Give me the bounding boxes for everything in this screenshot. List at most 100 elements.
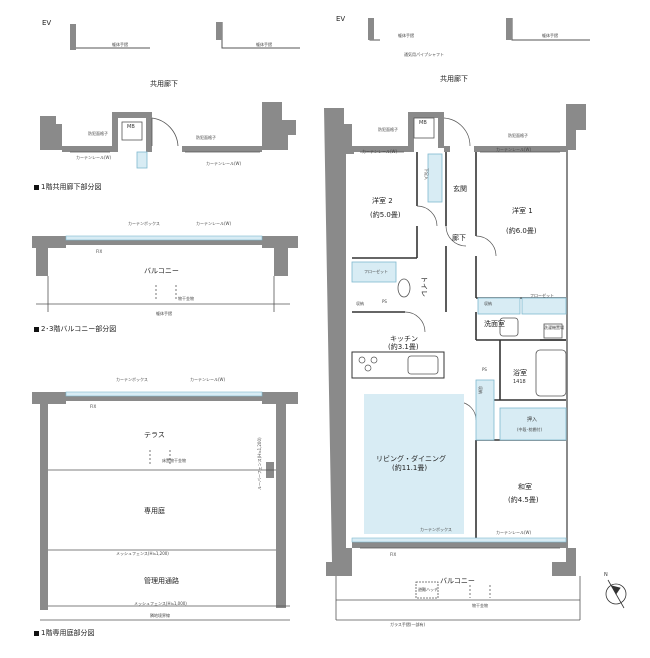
curtain-rail-tag-right: カーテンレール(W) — [206, 161, 242, 166]
handrail-tag-1: 躯体手摺 — [112, 42, 128, 47]
corridor-label-right: 共用廊下 — [440, 75, 468, 83]
balcony-sash — [351, 537, 567, 543]
ps-label-1: PS — [382, 299, 387, 304]
main-fix: FIX — [390, 552, 397, 557]
balcony-detail-lines — [36, 276, 290, 312]
main-curtain-box: カーテンボックス — [420, 527, 452, 532]
closet-room1 — [521, 297, 567, 315]
louver-fence-note: ルーバーフェンス(H≒1,200) — [257, 437, 262, 490]
pipe-note: 通気用パイプシャフト — [404, 52, 444, 57]
glass-rail-label: ガラス手摺(一部有) — [390, 622, 426, 627]
entrance-label: 玄関 — [453, 185, 467, 193]
garden-curtain-rail: カーテンレール(W) — [190, 377, 226, 382]
bathtub — [535, 349, 567, 397]
shoe-cabinet — [427, 153, 443, 203]
western-room-2-label: 洋室 2 — [372, 197, 393, 205]
balcony-handrail: 躯体手摺 — [156, 311, 172, 316]
balcony-fix: FIX — [96, 249, 103, 254]
hatch-label: 避難ハッチ — [418, 587, 438, 592]
toilet-bowl — [397, 278, 411, 298]
corridor-label-left: 共用廊下 — [150, 80, 178, 88]
living-dining-size: (約11.1畳) — [392, 464, 428, 472]
washroom-storage — [477, 297, 521, 315]
ldk-floor — [364, 394, 464, 534]
main-curtain-rail-top-left: カーテンレール(W) — [362, 149, 398, 154]
grille-tag-left: 防犯面格子 — [88, 131, 108, 136]
wm-label: 洗濯機置場 — [544, 325, 564, 330]
bath-label: 浴室 — [513, 369, 527, 377]
main-mb-label: MB — [419, 120, 427, 126]
mb-box — [413, 117, 435, 139]
storage-label-room2: 収納 — [356, 301, 364, 306]
kitchen-size: (約3.1畳) — [388, 343, 419, 351]
terrace-label: テラス — [144, 431, 165, 439]
japanese-room-size: (約4.5畳) — [508, 496, 539, 504]
balcony-label: バルコニー — [144, 267, 179, 275]
toilet-label: トイレ — [420, 276, 428, 297]
boundary-label: 隣地境界線 — [150, 613, 170, 618]
main-outer-walls — [324, 104, 586, 576]
oshiire-note: (中段･枕棚付) — [517, 427, 543, 432]
garden-detail-lines — [40, 450, 290, 621]
main-grille-left: 防犯面格子 — [378, 127, 398, 132]
main-curtain-rail-bottom: カーテンレール(W) — [496, 530, 532, 535]
main-curtain-rail-top-right: カーテンレール(W) — [496, 147, 532, 152]
washroom-storage-label: 収納 — [484, 301, 492, 306]
japanese-room-label: 和室 — [518, 483, 532, 491]
ps-label-2: PS — [482, 367, 487, 372]
balcony-curtain-box: カーテンボックス — [128, 221, 160, 226]
mesh-fence-2: メッシュフェンス(H≒1,000) — [134, 601, 187, 606]
wm-box — [543, 323, 563, 339]
hall-storage — [475, 379, 495, 441]
corridor-top-left-walls — [70, 22, 222, 50]
handrail-tag-2: 躯体手摺 — [256, 42, 272, 47]
main-dryer: 物干金物 — [472, 603, 488, 608]
bath-size: 1418 — [513, 379, 526, 385]
hallway-label: 廊下 — [452, 234, 466, 242]
main-handrail-tag-1: 躯体手摺 — [398, 33, 414, 38]
corridor-detail-pipe — [136, 151, 148, 169]
living-dining-label: リビング・ダイニング — [376, 455, 446, 463]
hall-storage-label: 収納 — [478, 386, 483, 394]
management-path-label: 管理用通路 — [144, 577, 179, 585]
mesh-fence-1: メッシュフェンス(H≒1,200) — [116, 551, 169, 556]
kitchen-sink — [407, 355, 439, 375]
grille-tag-right: 防犯面格子 — [196, 135, 216, 140]
compass-north-label: N — [604, 572, 608, 578]
corridor-detail-lines — [70, 117, 260, 153]
shoe-cabinet-label: 下足入 — [424, 168, 429, 180]
washbasin — [499, 317, 519, 337]
western-room-1-label: 洋室 1 — [512, 207, 533, 215]
western-room-2-size: (約5.0畳) — [370, 211, 401, 219]
corridor-caption: 1階共用廊下部分図 — [34, 184, 101, 191]
terrace-dryer: 床置物干金物 — [162, 458, 186, 463]
balcony-dryer: 物干金物 — [178, 296, 194, 301]
western-room-1-size: (約6.0畳) — [506, 227, 537, 235]
balcony-detail-walls — [32, 236, 298, 276]
private-garden-label: 専用庭 — [144, 507, 165, 515]
ev-label-right: EV — [336, 15, 346, 23]
washroom-label: 洗面室 — [484, 320, 505, 328]
main-grilles — [360, 151, 560, 549]
kitchen-label: キッチン — [390, 335, 418, 343]
main-handrail-tag-2: 躯体手摺 — [542, 33, 558, 38]
garden-curtain-box: カーテンボックス — [116, 377, 148, 382]
curtain-rail-tag-left: カーテンレール(W) — [76, 155, 112, 160]
garden-caption: 1階専用庭部分図 — [34, 630, 94, 637]
corridor-detail-walls — [40, 102, 296, 152]
balcony-detail-sash — [65, 235, 263, 241]
garden-detail-sash — [65, 391, 263, 397]
garden-fix: FIX — [90, 404, 97, 409]
oshiire-label: 押入 — [527, 417, 538, 423]
closet-label-room1: フローゼット — [530, 293, 554, 298]
kitchen-stove — [358, 356, 378, 372]
main-balcony-label: バルコニー — [440, 577, 475, 585]
mb-label-left: MB — [127, 124, 135, 130]
balcony-curtain-rail: カーテンレール(W) — [196, 221, 232, 226]
main-grille-right: 防犯面格子 — [508, 133, 528, 138]
kitchen-counter — [351, 351, 445, 379]
balcony-caption: 2･3階バルコニー部分図 — [34, 326, 116, 333]
oshiire-box — [499, 407, 567, 441]
compass-icon — [605, 579, 627, 609]
